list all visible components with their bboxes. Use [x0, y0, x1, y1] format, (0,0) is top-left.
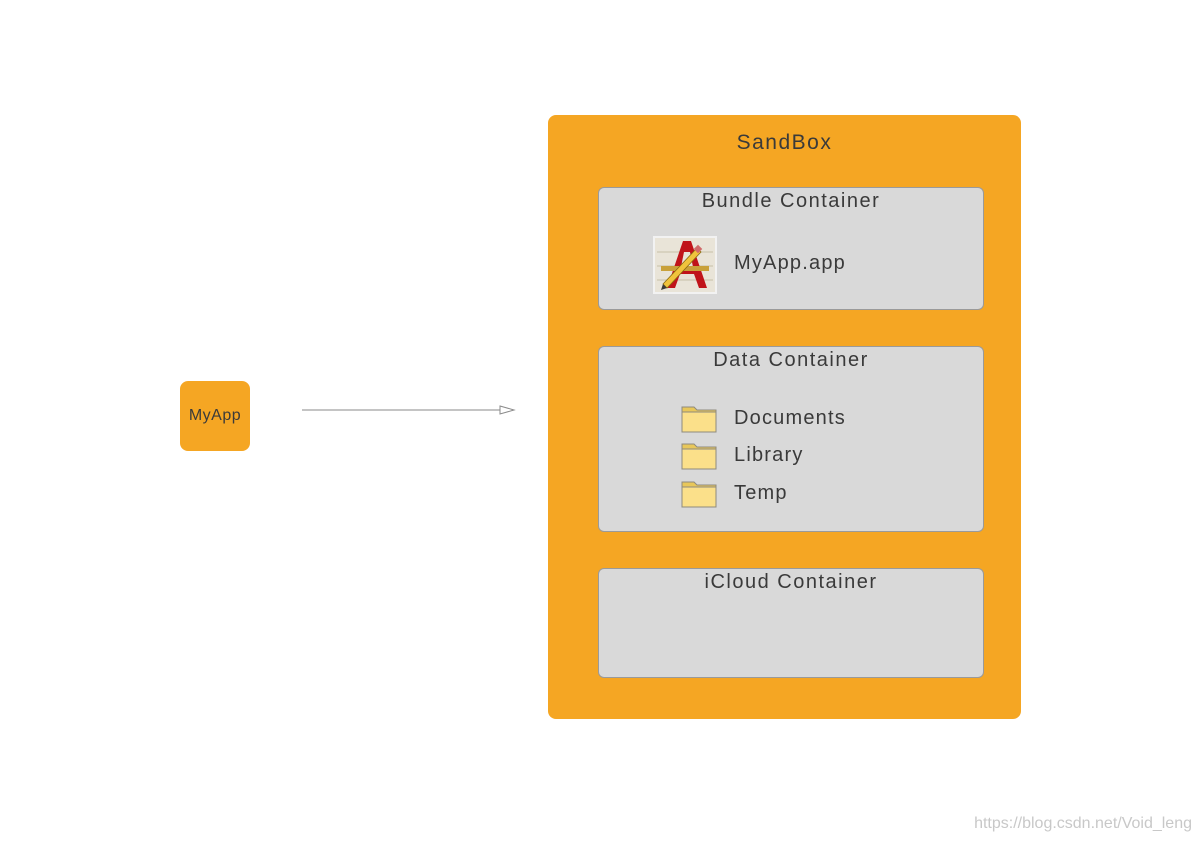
folder-label-temp: Temp: [734, 482, 788, 504]
data-container: Data Container Documents Library Temp: [598, 346, 984, 532]
data-container-title: Data Container: [713, 349, 869, 371]
icloud-container: iCloud Container: [598, 568, 984, 678]
folder-label-library: Library: [734, 444, 804, 466]
folder-icon: [681, 481, 717, 508]
folder-label-documents: Documents: [734, 407, 846, 429]
bundle-container-title: Bundle Container: [701, 190, 881, 212]
myapp-node: MyApp: [180, 381, 250, 451]
myapp-app-label: MyApp.app: [734, 252, 846, 274]
xcode-app-icon: [653, 236, 717, 294]
arrow-connector: [302, 405, 516, 415]
icloud-container-title: iCloud Container: [704, 571, 878, 593]
folder-icon: [681, 443, 717, 470]
watermark: https://blog.csdn.net/Void_leng: [974, 815, 1192, 832]
bundle-container: Bundle Container MyApp.app: [598, 187, 984, 310]
sandbox-title: SandBox: [736, 131, 833, 154]
folder-icon: [681, 406, 717, 433]
myapp-label: MyApp: [188, 407, 242, 424]
